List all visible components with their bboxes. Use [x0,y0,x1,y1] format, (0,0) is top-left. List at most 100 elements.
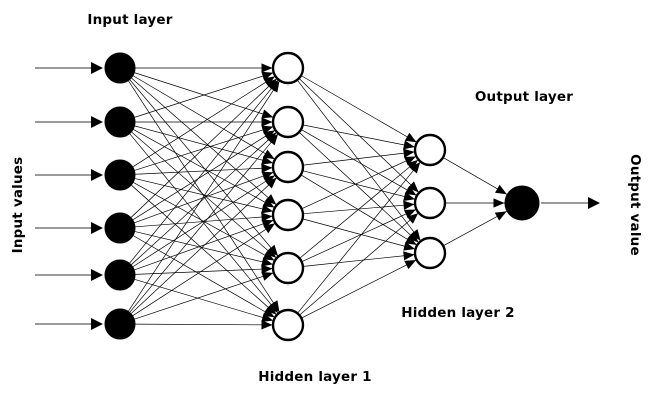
edge-hidden1-1-hidden2-0 [303,124,415,148]
arrowhead-input-5-hidden1-1 [267,133,279,146]
arrowhead-hidden1-2-hidden2-2 [404,235,417,245]
arrowhead-input-5-hidden1-3 [263,223,275,234]
arrowhead-input-4-hidden1-5 [261,313,274,322]
arrowhead-hidden1-3-hidden2-0 [403,156,416,166]
edge-hidden1-1-hidden2-1 [301,129,417,196]
node-hidden1-4 [271,198,305,232]
node-hidden1-5 [271,251,305,285]
arrowhead-hidden1-1-hidden2-1 [404,185,417,196]
io-arrow-group [35,62,600,330]
edge-hidden1-4-hidden2-2 [303,254,415,267]
arrowhead-input-0-hidden1-2 [262,149,275,160]
arrowhead-input-1-hidden1-2 [261,155,274,165]
node-hidden2-2 [413,186,447,220]
arrowhead-hidden1-1-hidden2-0 [403,140,415,150]
input-arrowhead-0 [91,62,103,74]
edge-input-1-hidden1-3 [133,129,275,208]
label-hidden-layer-1: Hidden layer 1 [258,369,372,385]
arrowhead-hidden1-2-hidden2-1 [403,192,415,201]
arrowhead-input-1-hidden1-4 [264,247,277,258]
edge-input-3-hidden1-3 [135,215,273,228]
node-input-5 [104,259,136,291]
node-input-1 [104,52,136,84]
arrowhead-input-4-hidden1-4 [261,264,273,274]
edge-hidden1-0-hidden2-0 [301,75,417,143]
arrowhead-hidden2-0-output-0 [495,184,507,195]
arrowhead-hidden1-5-hidden2-0 [409,162,421,174]
edge-input-2-hidden1-3 [134,178,274,212]
edge-input-0-hidden1-3 [131,77,277,206]
arrowhead-input-2-hidden1-3 [261,204,273,214]
edge-input-5-hidden1-0 [128,80,280,312]
arrowhead-hidden1-2-hidden2-0 [403,148,415,158]
label-input-layer: Input layer [87,12,172,28]
edge-input-3-hidden1-4 [134,231,274,265]
arrowhead-input-0-hidden1-0 [261,63,273,73]
edge-input-2-hidden1-1 [134,126,274,171]
edge-hidden1-2-hidden2-2 [301,174,417,246]
edge-hidden1-2-hidden2-0 [303,151,415,166]
edge-input-3-hidden1-2 [134,171,274,224]
edge-hidden1-5-hidden2-0 [297,161,421,314]
node-input-2 [104,106,136,138]
arrowhead-input-2-hidden1-0 [263,76,275,87]
arrowhead-input-5-hidden1-0 [269,80,280,93]
edge-hidden2-0-output-0 [443,157,508,195]
edge-input-5-hidden1-5 [135,323,273,326]
edge-input-4-hidden1-4 [135,268,273,275]
arrowhead-input-1-hidden1-3 [262,198,275,208]
edge-input-4-hidden1-0 [129,79,279,264]
output-arrowhead [588,197,600,209]
arrowhead-hidden2-2-output-0 [494,211,507,221]
edge-input-3-hidden1-0 [130,78,278,218]
arrowhead-hidden2-1-output-0 [493,198,505,208]
edge-input-2-hidden1-0 [132,76,276,167]
input-arrowhead-5 [91,318,103,330]
edge-hidden1-4-hidden2-0 [299,159,419,259]
arrowhead-input-4-hidden1-2 [263,175,275,186]
arrowhead-input-3-hidden1-4 [261,257,273,267]
arrowhead-input-5-hidden1-5 [261,320,273,330]
edge-input-3-hidden1-1 [132,129,276,221]
edge-input-5-hidden1-1 [129,133,279,313]
edge-input-0-hidden1-4 [129,79,279,257]
edge-input-4-hidden1-3 [134,219,274,271]
input-arrowhead-1 [91,116,103,128]
edge-input-3-hidden1-5 [133,235,275,318]
arrowhead-input-0-hidden1-1 [261,109,274,119]
arrowhead-hidden1-3-hidden2-1 [403,200,415,210]
arrowhead-input-3-hidden1-3 [261,212,273,222]
node-input-3 [104,159,136,191]
edge-input-2-hidden1-5 [131,185,277,315]
arrowhead-hidden1-4-hidden2-1 [403,209,416,219]
edge-hidden1-0-hidden2-1 [298,78,420,193]
node-input-4 [104,212,136,244]
arrowhead-hidden1-0-hidden2-2 [410,229,421,241]
arrowhead-input-2-hidden1-4 [262,251,275,261]
arrowhead-hidden1-0-hidden2-0 [404,132,417,143]
arrowhead-hidden1-1-hidden2-2 [407,231,419,243]
arrowhead-hidden1-4-hidden2-0 [406,159,419,171]
node-hidden1-3 [271,150,305,184]
label-hidden-layer-2: Hidden layer 2 [401,305,515,321]
node-group [104,51,540,342]
edge-hidden1-1-hidden2-2 [299,132,419,243]
edge-input-4-hidden1-1 [131,132,277,265]
edge-hidden1-4-hidden2-1 [301,209,417,262]
label-input-values: Input values [10,157,26,254]
node-hidden1-2 [271,105,305,139]
arrowhead-input-5-hidden1-4 [261,272,274,281]
arrowhead-hidden1-5-hidden2-1 [406,213,419,224]
arrowhead-input-0-hidden1-3 [265,194,277,205]
edge-input-5-hidden1-2 [131,177,277,314]
edge-input-5-hidden1-3 [132,223,276,316]
edge-hidden1-3-hidden2-2 [302,218,416,250]
node-input-6 [104,308,136,340]
edge-hidden1-0-hidden2-2 [297,80,421,241]
arrowhead-input-1-hidden1-1 [261,117,273,127]
edge-input-4-hidden1-2 [132,175,276,267]
arrowhead-input-2-hidden1-2 [261,163,273,173]
arrowhead-hidden1-3-hidden2-2 [403,241,416,251]
input-arrowhead-3 [91,222,103,234]
